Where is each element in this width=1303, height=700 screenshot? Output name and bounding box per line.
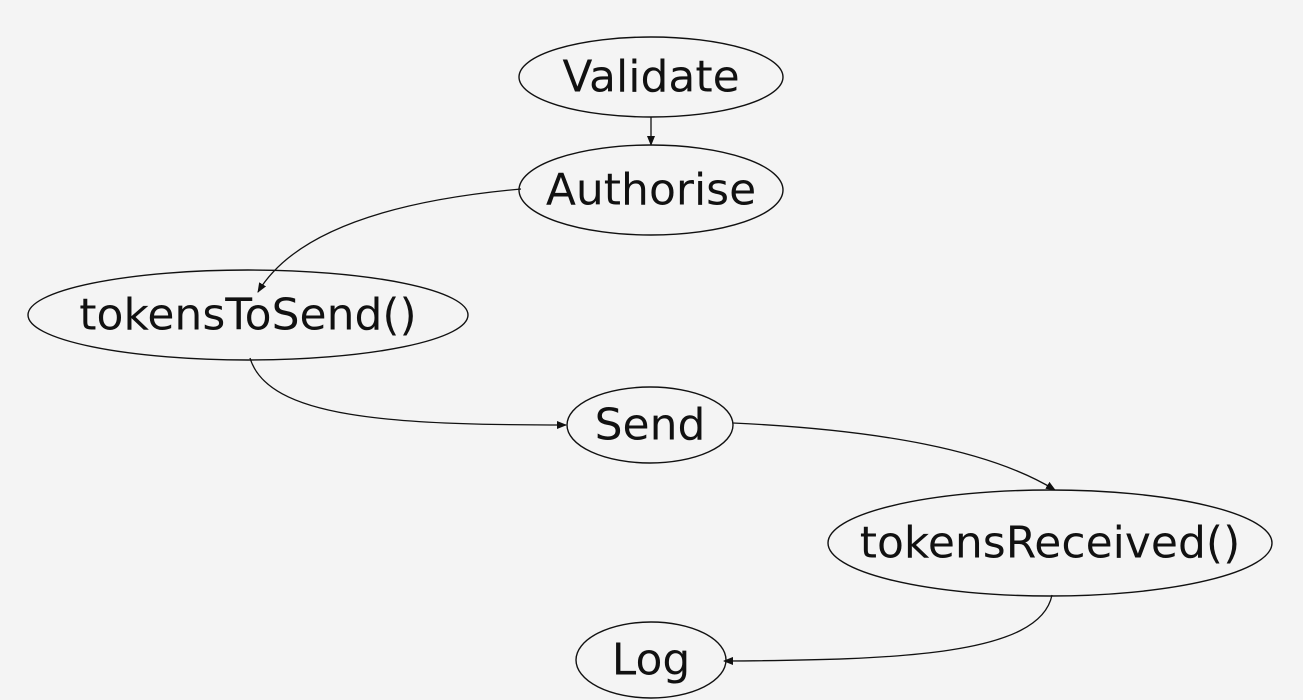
node-log-label: Log xyxy=(612,635,691,686)
node-send-shape xyxy=(566,386,734,464)
node-send-label: Send xyxy=(595,400,706,451)
edge-send-to-tokens-received xyxy=(732,422,1056,491)
node-validate-label: Validate xyxy=(562,52,739,103)
node-validate-shape xyxy=(518,36,784,118)
node-tokens-to-send-label: tokensToSend() xyxy=(79,290,416,341)
node-log-shape xyxy=(575,621,727,699)
edge-tokens-received-to-log xyxy=(723,594,1053,665)
edge-tokens-to-send-to-send xyxy=(249,357,567,429)
node-tokens-received-label: tokensReceived() xyxy=(860,518,1241,569)
node-tokens-to-send: tokensToSend() xyxy=(27,269,469,361)
node-tokens-to-send-shape xyxy=(27,269,469,361)
edge-authorise-to-tokens-to-send xyxy=(257,188,522,293)
node-log: Log xyxy=(575,621,727,699)
node-authorise: Authorise xyxy=(518,144,784,236)
node-validate: Validate xyxy=(518,36,784,118)
node-authorise-label: Authorise xyxy=(546,165,756,216)
node-send: Send xyxy=(566,386,734,464)
node-tokens-received-shape xyxy=(827,489,1273,597)
edges xyxy=(249,117,1056,665)
node-tokens-received: tokensReceived() xyxy=(827,489,1273,597)
node-authorise-shape xyxy=(518,144,784,236)
